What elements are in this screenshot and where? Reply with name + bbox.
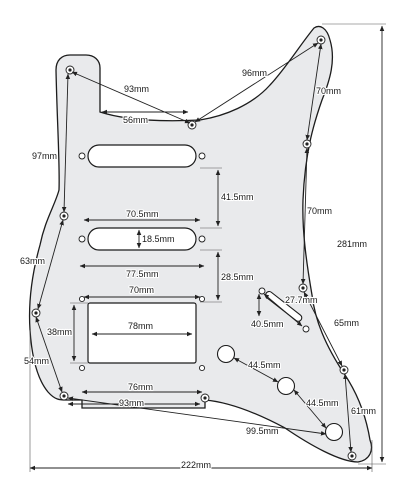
- label-70mm-right-top: 70mm: [316, 86, 341, 96]
- label-77-5mm: 77.5mm: [126, 269, 159, 279]
- label-18-5mm: 18.5mm: [142, 234, 175, 244]
- label-44-5mm-a: 44.5mm: [248, 360, 281, 370]
- label-76mm: 76mm: [128, 382, 153, 392]
- label-93mm-top: 93mm: [124, 84, 149, 94]
- label-97mm: 97mm: [32, 151, 57, 161]
- label-70mm-humbucker: 70mm: [129, 285, 154, 295]
- label-38mm: 38mm: [47, 327, 72, 337]
- humbucker-cutout: [87, 302, 197, 364]
- label-78mm: 78mm: [128, 321, 153, 331]
- label-44-5mm-b: 44.5mm: [306, 398, 339, 408]
- label-96mm: 96mm: [242, 68, 267, 78]
- label-40-5mm: 40.5mm: [251, 319, 284, 329]
- label-281mm: 281mm: [337, 239, 367, 249]
- dimension-lines: [29, 23, 386, 472]
- label-28-5mm: 28.5mm: [221, 272, 254, 282]
- tone-pot-hole-2: [324, 422, 344, 442]
- label-56mm: 56mm: [123, 115, 148, 125]
- volume-pot-hole: [216, 344, 236, 364]
- pickup-mount-screws: [78, 152, 206, 372]
- label-222mm: 222mm: [181, 460, 211, 470]
- neck-single-coil-cutout: [87, 144, 197, 168]
- label-70-5mm: 70.5mm: [126, 209, 159, 219]
- label-93mm-bottom: 93mm: [119, 398, 144, 408]
- label-41-5mm: 41.5mm: [221, 192, 254, 202]
- label-27-7mm: 27.7mm: [285, 295, 318, 305]
- label-63mm: 63mm: [20, 256, 45, 266]
- dimension-labels: 93mm 96mm 56mm 70mm 97mm 41.5mm 70mm 70.…: [19, 67, 377, 471]
- label-54mm: 54mm: [24, 356, 49, 366]
- tone-pot-hole-1: [276, 376, 296, 396]
- label-70mm-right-mid: 70mm: [307, 206, 332, 216]
- label-61mm: 61mm: [351, 406, 376, 416]
- middle-single-coil-cutout: [87, 227, 197, 251]
- label-99-5mm: 99.5mm: [246, 426, 279, 436]
- label-65mm: 65mm: [334, 318, 359, 328]
